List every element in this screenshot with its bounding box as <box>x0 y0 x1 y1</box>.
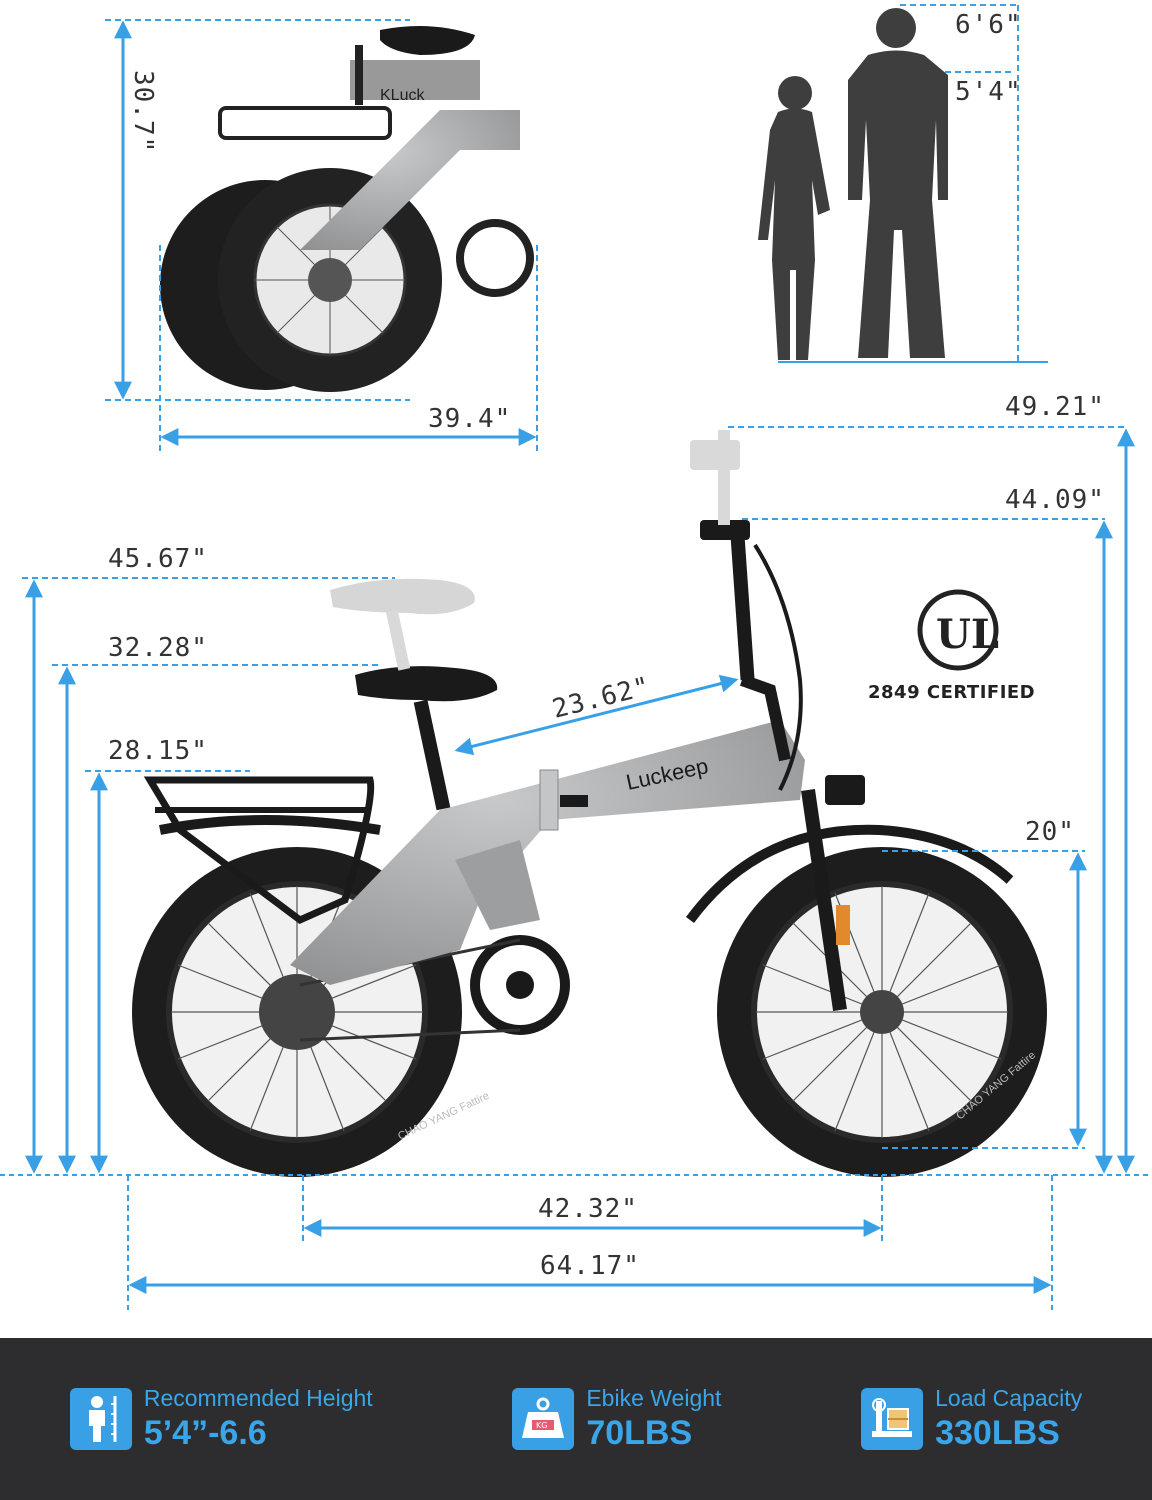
spec-title: Load Capacity <box>935 1385 1083 1411</box>
folded-length-dimension: 39.4" <box>159 245 538 455</box>
ul-logo-icon <box>917 589 999 671</box>
reach-label: 23.62" <box>549 672 653 725</box>
spec-value: 5’4”-6.6 <box>143 1414 267 1452</box>
spec-value: 330LBS <box>935 1414 1060 1452</box>
folded-height-dimension: 30.7" <box>105 19 410 401</box>
rack-height-label: 28.15" <box>108 736 208 766</box>
handlebar-min-label: 44.09" <box>1005 485 1105 515</box>
bike-dimension-diagram: KLuck 30.7" 39.4" 6'6" 5'4" <box>0 4 1152 1310</box>
handlebar-max-label: 49.21" <box>1005 392 1105 422</box>
ul-certification: UL 2849 CERTIFIED <box>868 589 1035 703</box>
spec-value: 70LBS <box>586 1414 693 1452</box>
svg-text:KLuck: KLuck <box>380 87 425 104</box>
handlebar-max-dimension: 49.21" <box>728 392 1135 1174</box>
total-length-dimension: 64.17" <box>127 1175 1053 1310</box>
folded-height-label: 30.7" <box>128 70 158 153</box>
spec-title: Ebike Weight <box>586 1385 722 1411</box>
spec-title: Recommended Height <box>143 1385 373 1411</box>
seat-min-label: 32.28" <box>108 633 208 663</box>
seat-max-label: 45.67" <box>108 544 208 574</box>
svg-text:KG: KG <box>536 1421 547 1430</box>
short-person-height: 5'4" <box>955 77 1022 107</box>
wheel-size-dimension: 20" <box>882 817 1087 1149</box>
seat-max-dimension: 45.67" <box>22 544 395 1174</box>
person-height-icon <box>69 1388 132 1450</box>
ul-logo-text: UL <box>936 611 999 658</box>
ul-certified-text: 2849 CERTIFIED <box>868 682 1035 703</box>
spec-ebike-weight: KG Ebike Weight 70LBS <box>512 1385 721 1453</box>
people-height-dimension: 6'6" 5'4" <box>900 4 1022 362</box>
wheel-size-label: 20" <box>1025 817 1075 847</box>
spec-footer: Recommended Height 5’4”-6.6 KG Ebike Wei… <box>0 1338 1152 1500</box>
spec-recommended-height: Recommended Height 5’4”-6.6 <box>69 1385 373 1453</box>
folded-length-label: 39.4" <box>428 404 511 434</box>
load-scale-icon <box>861 1388 924 1450</box>
main-bike: Luckeep CHAO YANG Fattire CHAO YANG Fatt… <box>132 430 1047 1177</box>
rack-height-dimension: 28.15" <box>85 736 250 1174</box>
weight-kg-icon: KG <box>512 1388 575 1450</box>
reach-dimension: 23.62" <box>454 672 739 756</box>
wheelbase-dimension: 42.32" <box>302 1175 883 1245</box>
wheelbase-label: 42.32" <box>538 1194 638 1224</box>
seat-min-dimension: 32.28" <box>52 633 380 1174</box>
people-silhouettes <box>758 8 1048 363</box>
spec-load-capacity: Load Capacity 330LBS <box>861 1385 1082 1453</box>
total-length-label: 64.17" <box>540 1251 640 1281</box>
folded-bike: KLuck <box>160 26 534 392</box>
tall-person-height: 6'6" <box>955 10 1022 40</box>
handlebar-min-dimension: 44.09" <box>742 485 1113 1174</box>
